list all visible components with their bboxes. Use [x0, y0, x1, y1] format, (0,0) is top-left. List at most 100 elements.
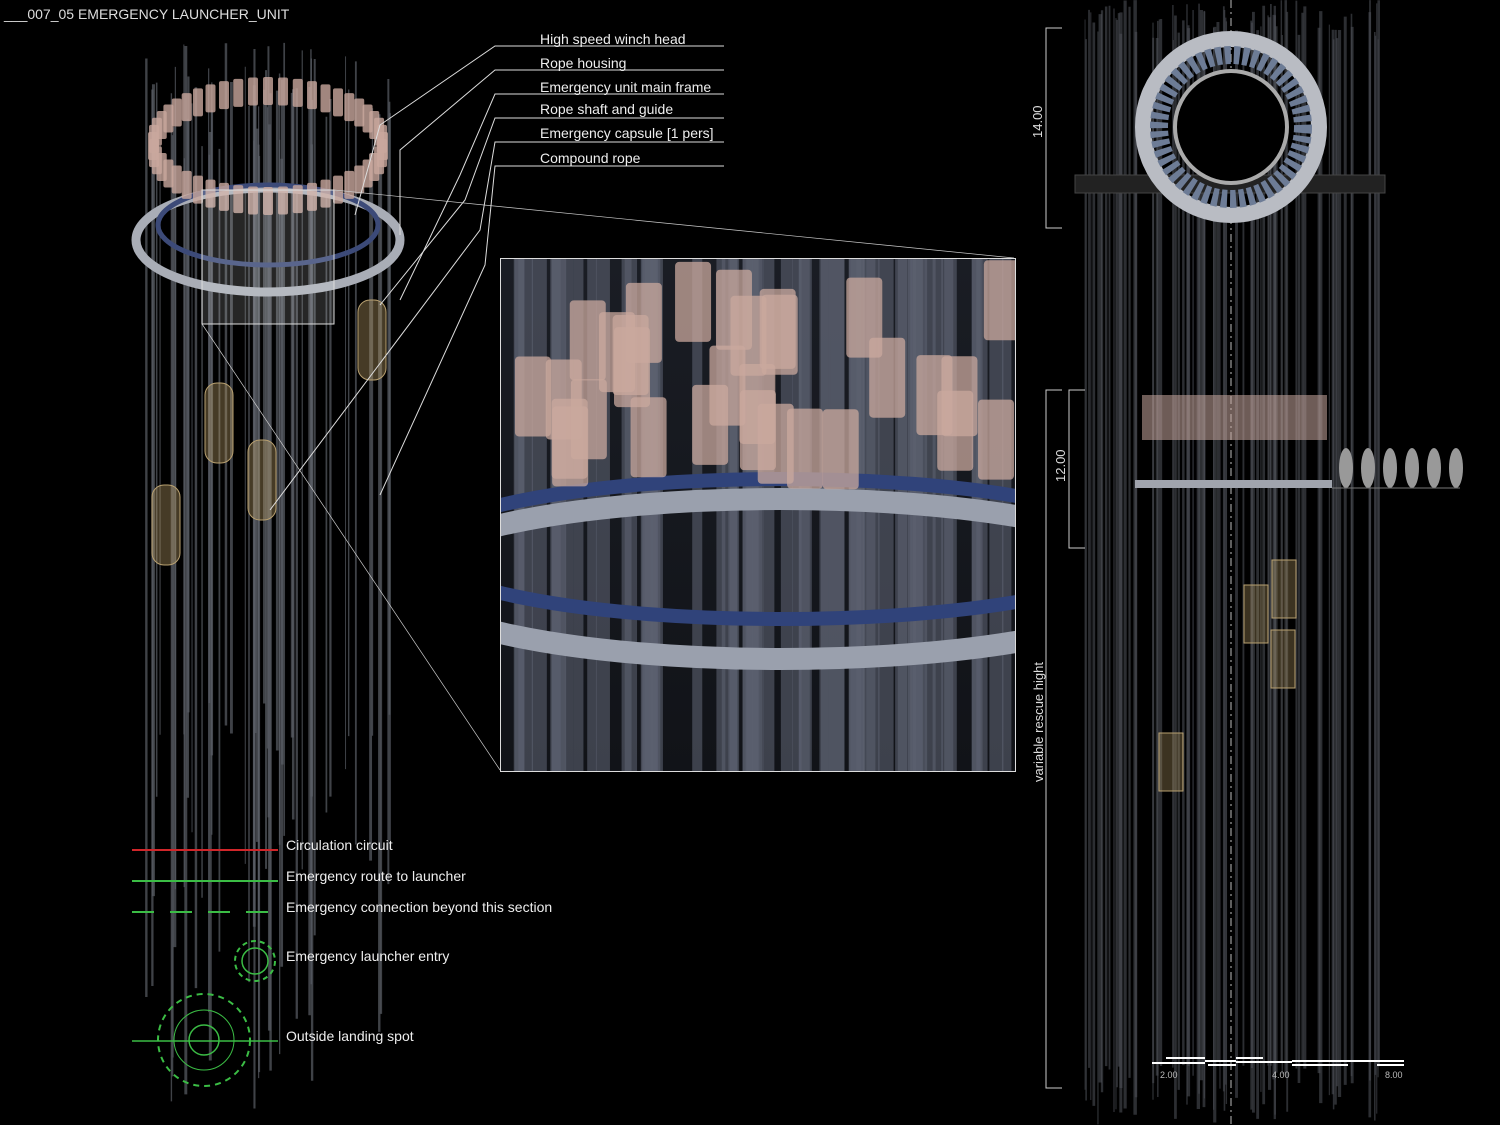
winch-head	[181, 93, 192, 122]
inset-winch-head	[730, 295, 767, 376]
legend-route: Emergency route to launcher	[286, 868, 466, 884]
winch-head	[307, 81, 318, 110]
callout-main-frame: Emergency unit main frame	[540, 79, 712, 95]
winch-head	[181, 170, 192, 199]
winch-head	[377, 124, 388, 153]
detail-marker-box	[201, 189, 335, 325]
inset-winch-head	[822, 409, 859, 490]
inset-rope	[763, 259, 775, 771]
inset-winch-head	[570, 379, 607, 460]
emergency-capsule	[204, 382, 234, 464]
winch-head	[192, 88, 203, 117]
callout-capsule: Emergency capsule [1 pers]	[540, 125, 714, 141]
elevation-main-frame	[1135, 480, 1332, 488]
winch-head	[163, 104, 174, 133]
human-scale-figure	[1449, 448, 1463, 488]
landing-symbol	[157, 993, 251, 1087]
callout-compound-rope: Compound rope	[540, 150, 641, 166]
landing-symbol-inner	[188, 1024, 220, 1056]
inset-rope	[780, 259, 793, 771]
rope-guide-ring	[155, 182, 381, 268]
dimension-bracket	[1045, 389, 1062, 1089]
emergency-capsule	[151, 484, 181, 566]
elevation-capsule	[1243, 584, 1269, 644]
winch-head	[192, 175, 203, 204]
inset-winch-head	[983, 260, 1015, 341]
inset-drawing	[501, 259, 1015, 771]
winch-head	[278, 186, 289, 215]
legend-connection: Emergency connection beyond this section	[286, 899, 553, 915]
inset-winch-head	[759, 288, 796, 369]
human-scale-figure	[1361, 448, 1375, 488]
winch-head	[320, 179, 331, 208]
winch-head	[292, 185, 303, 214]
elevation-winch-heads	[1142, 395, 1327, 440]
emergency-capsule	[357, 299, 387, 381]
winch-head	[233, 78, 244, 107]
winch-head	[263, 187, 273, 215]
callout-leader	[269, 141, 724, 511]
callout-leader	[399, 93, 724, 301]
plan-outer-ring	[1135, 31, 1327, 223]
winch-head	[171, 165, 182, 194]
inset-rope	[850, 259, 865, 771]
winch-head	[278, 77, 289, 106]
winch-head	[354, 98, 365, 127]
inset-rope	[692, 259, 703, 771]
callout-leader	[379, 165, 724, 496]
inset-main-ring	[501, 488, 1015, 670]
plan-winch-ring	[1150, 46, 1312, 208]
winch-head	[263, 77, 273, 105]
winch-head	[292, 78, 303, 107]
inset-rope	[895, 259, 908, 771]
entry-symbol-inner	[241, 947, 269, 975]
inset-rope	[716, 259, 726, 771]
inset-rope	[799, 259, 810, 771]
human-scale-figure	[1339, 448, 1353, 488]
dimension-bracket	[1068, 389, 1085, 549]
callout-rope-housing: Rope housing	[540, 55, 627, 71]
detail-inset-render	[500, 258, 1016, 772]
inset-rope	[728, 259, 738, 771]
legend-landing: Outside landing spot	[286, 1028, 414, 1044]
scale-label-2: 2.00	[1160, 1070, 1178, 1080]
entry-symbol	[234, 940, 276, 982]
inset-winch-head	[846, 277, 883, 358]
inset-rope	[792, 259, 802, 771]
dimension-top: 14.00	[1030, 105, 1045, 138]
inset-winch-head	[614, 327, 651, 408]
winch-head	[218, 81, 229, 110]
callout-leader	[354, 45, 724, 216]
inset-rope	[819, 259, 829, 771]
inset-winch-head	[787, 408, 824, 489]
inset-winch-head	[869, 337, 906, 418]
inset-winch-head	[630, 397, 667, 478]
scale-label-8: 8.00	[1385, 1070, 1403, 1080]
winch-head	[247, 77, 258, 106]
inset-winch-head	[692, 384, 729, 465]
winch-head	[333, 88, 344, 117]
winch-head	[333, 175, 344, 204]
emergency-capsule	[247, 439, 277, 521]
sheet-title: ___007_05 EMERGENCY LAUNCHER_UNIT	[4, 6, 290, 22]
winch-head	[320, 84, 331, 113]
legend-circulation: Circulation circuit	[286, 837, 393, 853]
inset-winch-head	[675, 261, 712, 342]
winch-head	[354, 165, 365, 194]
winch-head	[344, 93, 355, 122]
inset-rope	[907, 259, 917, 771]
projection-line	[201, 323, 501, 771]
inset-winch-head	[941, 356, 978, 437]
callout-leader	[379, 117, 724, 306]
inset-winch-head	[514, 356, 551, 437]
inset-rope	[830, 259, 845, 771]
inset-winch-head	[978, 399, 1015, 480]
human-scale-figure	[1405, 448, 1419, 488]
dimension-middle: 12.00	[1053, 449, 1068, 482]
scale-label-4: 4.00	[1272, 1070, 1290, 1080]
callout-winch-head: High speed winch head	[540, 31, 686, 47]
human-scale-figure	[1383, 448, 1397, 488]
winch-head	[233, 185, 244, 214]
inset-winch-head	[569, 300, 606, 381]
